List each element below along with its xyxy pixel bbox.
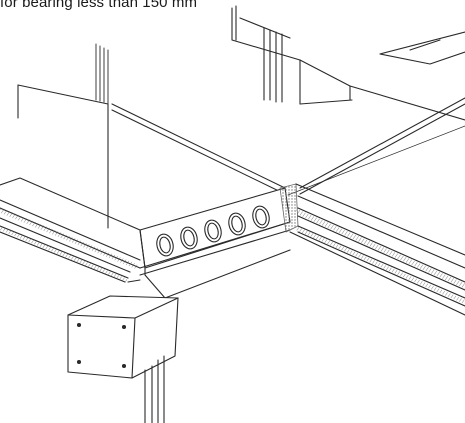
core-hole (252, 205, 270, 229)
core-hole (180, 226, 198, 250)
column-box (67, 295, 179, 379)
cross-wall (299, 59, 465, 121)
left-beam (0, 177, 141, 283)
column-shaft (144, 355, 165, 423)
core-hole (156, 233, 174, 257)
hollow-core-slab (139, 187, 291, 276)
right-wall-panel (231, 5, 465, 105)
beam-underside (127, 249, 291, 299)
floor-joint-lines (111, 97, 465, 196)
left-wall-panel (17, 43, 109, 229)
right-beam (289, 183, 465, 316)
core-hole (204, 219, 222, 243)
caption-text: for bearing less than 150 mm (0, 0, 198, 11)
core-hole (228, 212, 246, 236)
